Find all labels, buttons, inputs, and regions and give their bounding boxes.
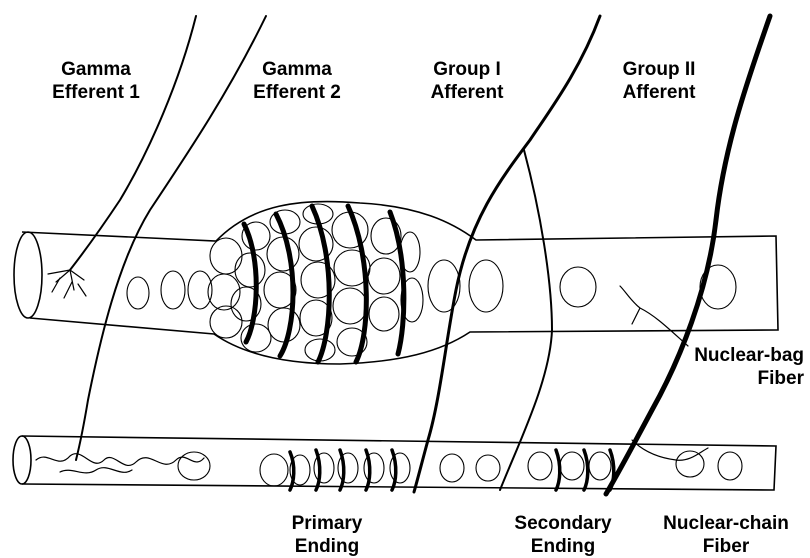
primary-ending-label-line1: Primary xyxy=(272,512,382,535)
gamma-efferent-1-motor-ending xyxy=(48,270,86,298)
group-i-afferent-label-line1: Group I xyxy=(412,58,522,81)
primary-ending-label-line2: Ending xyxy=(272,535,382,558)
nuclear-chain-secondary-branch xyxy=(632,440,708,460)
gamma-efferent-2-label-line2: Efferent 2 xyxy=(232,81,362,104)
gamma-efferent-2-label-line1: Gamma xyxy=(232,58,362,81)
group-i-afferent-label-line2: Afferent xyxy=(412,81,522,104)
group-i-afferent-branch xyxy=(500,150,552,490)
nuclear-chain-fiber xyxy=(13,436,776,490)
nuclear-bag-secondary-branch xyxy=(620,286,688,346)
nuclear-chain-nuclei xyxy=(36,451,742,486)
group-ii-afferent-label-line2: Afferent xyxy=(604,81,714,104)
nuclear-bag-fiber-label-line1: Nuclear-bag xyxy=(664,344,804,367)
gamma-efferent-1-label-line2: Efferent 1 xyxy=(36,81,156,104)
gamma-efferent-1-label-line1: Gamma xyxy=(36,58,156,81)
primary-ending-label: Primary Ending xyxy=(272,512,382,558)
nuclear-chain-fiber-label-line2: Fiber xyxy=(648,535,804,558)
gamma-efferent-1-label: Gamma Efferent 1 xyxy=(36,58,156,104)
nuclear-bag-fiber-label-line2: Fiber xyxy=(664,367,804,390)
nuclear-bag-fiber xyxy=(14,201,778,364)
nuclear-chain-fiber-label: Nuclear-chain Fiber xyxy=(648,512,804,558)
group-ii-afferent-label: Group II Afferent xyxy=(604,58,714,104)
group-i-afferent-label: Group I Afferent xyxy=(412,58,522,104)
nuclear-bag-fiber-cut-end xyxy=(14,232,42,318)
nuclear-bag-fiber-label: Nuclear-bag Fiber xyxy=(664,344,804,390)
gamma-efferent-2-label: Gamma Efferent 2 xyxy=(232,58,362,104)
group-ii-afferent-label-line1: Group II xyxy=(604,58,714,81)
nuclear-chain-fiber-cut-end xyxy=(13,436,31,484)
secondary-ending-label-line2: Ending xyxy=(498,535,628,558)
secondary-ending-label: Secondary Ending xyxy=(498,512,628,558)
nuclear-chain-fiber-label-line1: Nuclear-chain xyxy=(648,512,804,535)
secondary-ending-label-line1: Secondary xyxy=(498,512,628,535)
